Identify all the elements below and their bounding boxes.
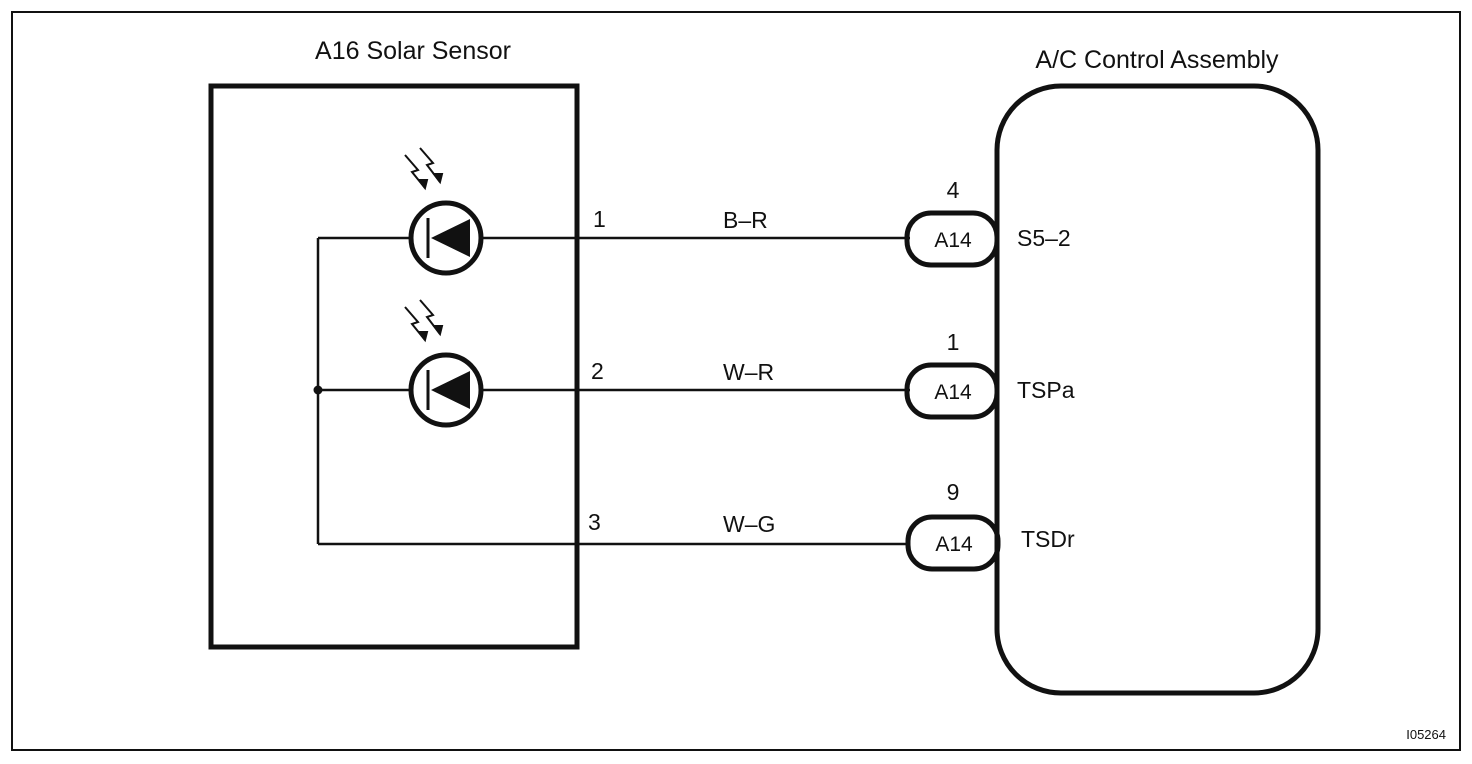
sensor-pin-1: 1 — [593, 206, 606, 232]
connector-pin-9: 9 — [947, 479, 960, 505]
control-title: A/C Control Assembly — [1035, 46, 1279, 74]
wire-color-1: B–R — [723, 207, 768, 233]
connector-label: A14 — [934, 229, 972, 252]
sensor-title: A16 Solar Sensor — [315, 37, 511, 65]
figure-id: I05264 — [1406, 727, 1446, 742]
photodiode-icon — [408, 352, 484, 428]
diagram-frame — [11, 11, 1461, 751]
connector-a14-2: A14 — [904, 362, 1000, 420]
wire-color-2: W–R — [723, 359, 774, 385]
connector-label: A14 — [934, 381, 972, 404]
wires — [318, 236, 910, 546]
sensor-pin-3: 3 — [588, 509, 601, 535]
sensor-pin-2: 2 — [591, 358, 604, 384]
light-rays-icon — [404, 147, 444, 191]
connector-label: A14 — [935, 533, 973, 556]
light-rays-icon — [404, 299, 444, 343]
junction-dot-icon — [313, 385, 323, 395]
wire-color-3: W–G — [723, 511, 775, 537]
connector-a14-1: A14 — [904, 210, 1000, 268]
terminal-s5-2: S5–2 — [1017, 225, 1071, 251]
connector-a14-3: A14 — [905, 514, 1001, 572]
connector-pin-4: 4 — [947, 177, 960, 203]
solar-sensor-box — [208, 83, 580, 650]
photodiode-icon — [408, 200, 484, 276]
connector-pin-1: 1 — [947, 329, 960, 355]
terminal-tsdr: TSDr — [1021, 526, 1075, 552]
sensor-internal-wiring — [316, 236, 410, 544]
terminal-tspa: TSPa — [1017, 377, 1075, 403]
